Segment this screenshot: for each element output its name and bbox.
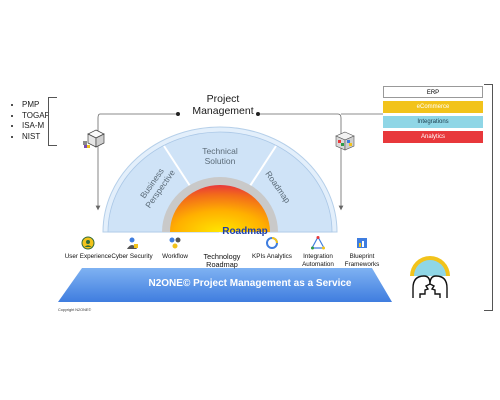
layer-ecommerce: eCommerce: [383, 101, 483, 113]
blueprint-frameworks-icon: [357, 238, 367, 248]
feature-label: Technology Roadmap: [203, 252, 241, 270]
standard-item: TOGAF: [22, 111, 49, 122]
color-cube-icon: [335, 131, 355, 151]
standard-item: NIST: [22, 132, 49, 143]
cyber-security-icon: [127, 237, 138, 249]
user-experience-icon: [81, 236, 95, 250]
sector-technical-solution: Technical Solution: [202, 146, 238, 166]
feature-label: Cyber Security: [111, 253, 153, 260]
layer-erp: ERP: [383, 86, 483, 98]
core-roadmap-label: Roadmap: [222, 226, 268, 237]
standard-item: ISA-M: [22, 121, 49, 132]
standards-bracket: [48, 97, 57, 146]
layers-bracket: [484, 84, 493, 311]
feature-workflow: Workflow: [147, 236, 203, 261]
kpi-analytics-icon: [266, 237, 278, 249]
standards-list: PMP TOGAF ISA-M NIST: [8, 100, 49, 142]
standard-item: PMP: [22, 100, 49, 111]
right-connector-dot: [256, 112, 260, 116]
feature-label: Integration Automation: [302, 253, 334, 268]
project-management-title: Project Management: [192, 93, 254, 117]
roadmap-core: [170, 185, 270, 232]
feature-kpis-analytics: KPIs Analytics: [244, 236, 300, 261]
left-connector-line: [95, 113, 178, 211]
feature-cyber-security: Cyber Security: [104, 236, 160, 261]
paas-banner: [58, 268, 392, 302]
left-connector-dot: [176, 112, 180, 116]
workflow-icon: [169, 237, 181, 249]
feature-label: Workflow: [162, 253, 188, 260]
banner-title: N2ONE© Project Management as a Service: [148, 278, 352, 289]
copyright-text: Copyright N2ONE©: [58, 308, 92, 312]
technology-roadmap-icon: [215, 236, 229, 250]
feature-integration-automation: Integration Automation: [290, 236, 346, 268]
integration-automation-icon: [311, 236, 325, 250]
feature-technology-roadmap: Technology Roadmap: [194, 236, 250, 270]
two-heads-icon: [410, 256, 450, 298]
box-cube-icon: [83, 129, 105, 148]
feature-label: KPIs Analytics: [252, 253, 292, 260]
feature-user-experience: User Experience: [60, 236, 116, 261]
layer-integrations: Integrations: [383, 116, 483, 128]
right-connector-line: [258, 113, 344, 211]
feature-blueprint-frameworks: Blueprint Frameworks: [334, 236, 390, 268]
feature-label: User Experience: [64, 253, 112, 260]
layer-analytics: Analytics: [383, 131, 483, 143]
feature-label: Blueprint Frameworks: [344, 253, 380, 268]
